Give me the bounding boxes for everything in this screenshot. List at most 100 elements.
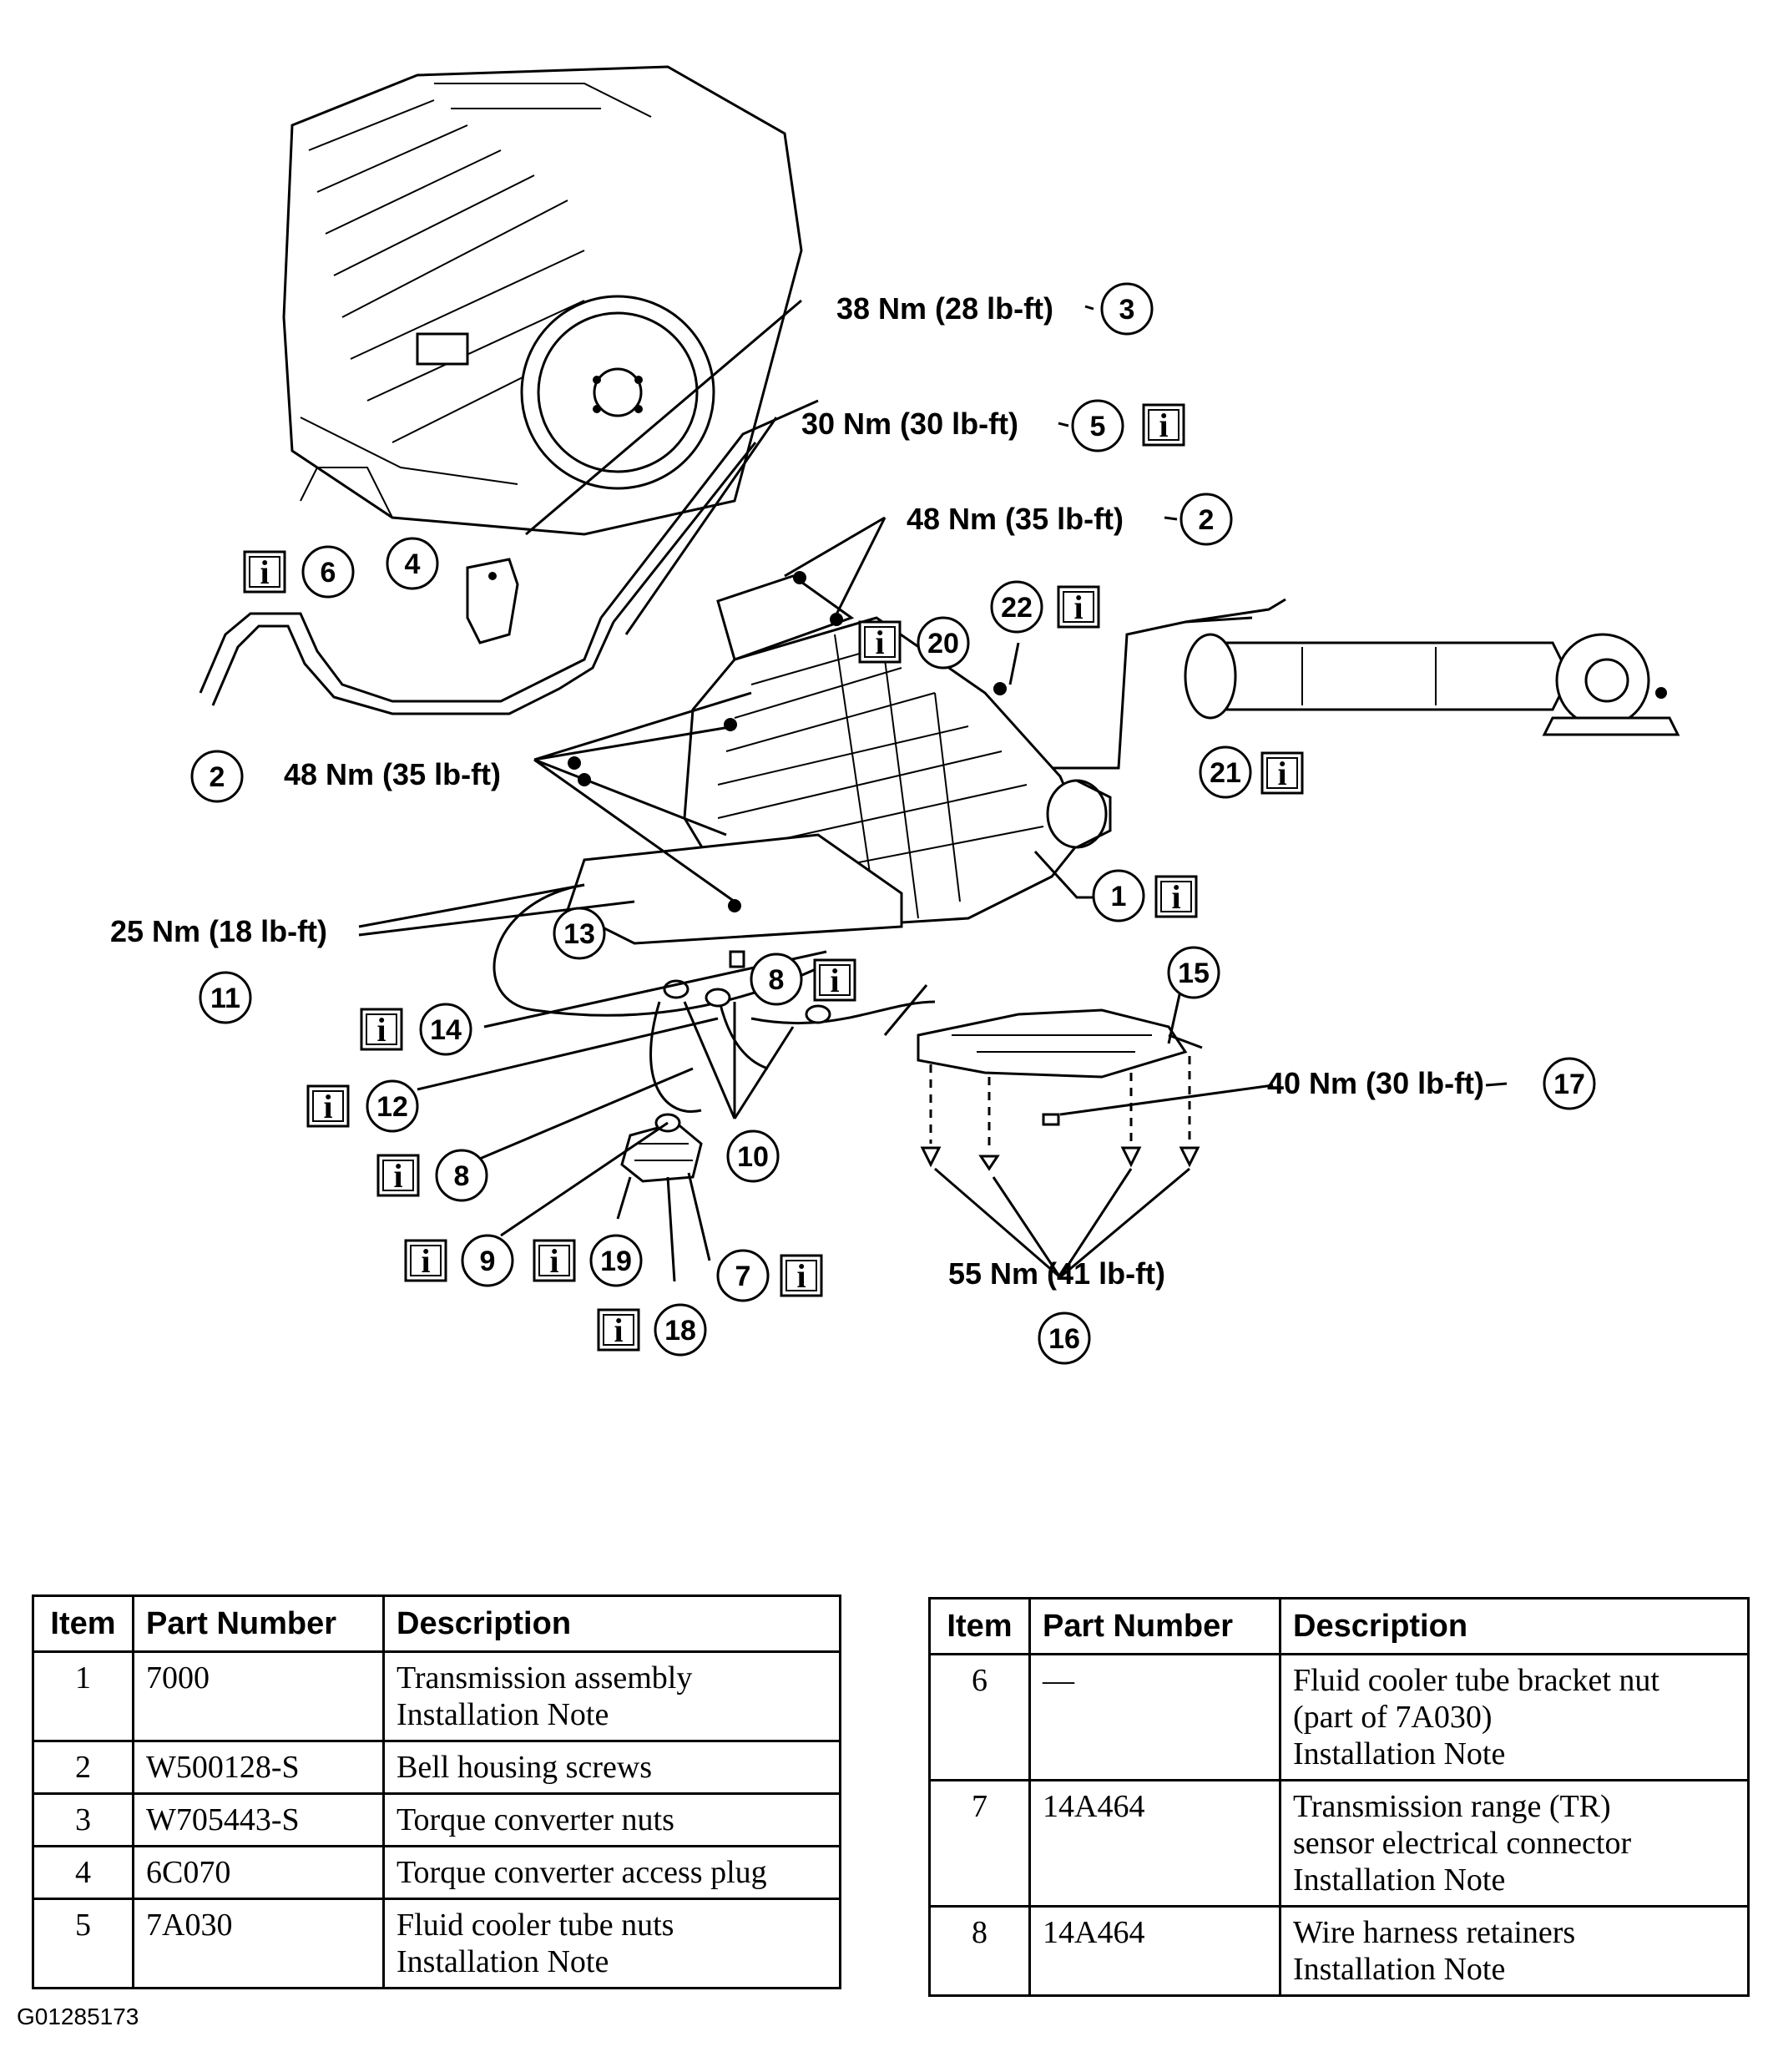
svg-text:2: 2 bbox=[210, 761, 225, 793]
item-callout-16: 16 bbox=[1038, 1311, 1091, 1365]
info-icon[interactable]: i bbox=[306, 1084, 350, 1128]
svg-text:3: 3 bbox=[1119, 294, 1135, 326]
parts-table-right: Item Part Number Description 6 — Fluid c… bbox=[928, 1597, 1750, 1997]
svg-text:i: i bbox=[830, 962, 839, 999]
info-icon[interactable]: i bbox=[780, 1254, 823, 1297]
engine-illustration bbox=[282, 65, 803, 536]
svg-text:20: 20 bbox=[927, 628, 959, 660]
item-callout-14: 14 bbox=[419, 1003, 472, 1056]
item-callout-7: 7 bbox=[716, 1249, 770, 1302]
item-cell: 5 bbox=[32, 1898, 134, 1989]
item-callout-17: 17 bbox=[1543, 1057, 1596, 1110]
item-callout-2-left: 2 bbox=[190, 750, 244, 803]
item-callout-6: 6 bbox=[301, 545, 355, 599]
svg-text:22: 22 bbox=[1001, 592, 1033, 624]
svg-text:6: 6 bbox=[321, 557, 336, 589]
svg-text:7: 7 bbox=[735, 1261, 751, 1292]
info-icon[interactable]: i bbox=[597, 1308, 640, 1352]
item-cell: 2 bbox=[32, 1740, 134, 1795]
description-cell: Transmission range (TR)sensor electrical… bbox=[1279, 1779, 1750, 1908]
item-cell: 6 bbox=[928, 1653, 1031, 1781]
item-cell: 1 bbox=[32, 1650, 134, 1742]
item-callout-20: 20 bbox=[917, 616, 970, 670]
description-cell: Torque converter access plug bbox=[382, 1845, 841, 1900]
svg-text:i: i bbox=[1277, 755, 1286, 792]
svg-text:i: i bbox=[260, 553, 269, 591]
table-row: 3 W705443-S Torque converter nuts bbox=[32, 1792, 841, 1847]
info-icon[interactable]: i bbox=[813, 958, 856, 1002]
item-cell: 8 bbox=[928, 1905, 1031, 1997]
item-callout-3: 3 bbox=[1100, 282, 1154, 336]
svg-text:12: 12 bbox=[376, 1091, 408, 1123]
info-icon[interactable]: i bbox=[1142, 403, 1185, 447]
item-callout-10: 10 bbox=[726, 1129, 780, 1183]
table-row: 7 14A464 Transmission range (TR)sensor e… bbox=[928, 1779, 1750, 1908]
transmission-illustration bbox=[566, 574, 1112, 945]
svg-text:21: 21 bbox=[1210, 757, 1241, 789]
flywheel bbox=[520, 295, 715, 490]
part-number-cell: 7000 bbox=[132, 1650, 385, 1742]
torque-label-item-16: 55 Nm (41 lb-ft) bbox=[948, 1256, 1165, 1291]
item-callout-2-upper: 2 bbox=[1179, 493, 1233, 546]
item-callout-13: 13 bbox=[553, 907, 606, 960]
svg-text:i: i bbox=[376, 1011, 386, 1049]
info-icon[interactable]: i bbox=[1057, 585, 1100, 629]
item-callout-9: 9 bbox=[461, 1234, 514, 1287]
item-callout-21: 21 bbox=[1199, 745, 1252, 799]
description-cell: Bell housing screws bbox=[382, 1740, 841, 1795]
item-cell: 3 bbox=[32, 1792, 134, 1847]
description-cell: Torque converter nuts bbox=[382, 1792, 841, 1847]
item-callout-4: 4 bbox=[386, 537, 439, 590]
svg-text:i: i bbox=[393, 1157, 402, 1195]
fluid-cooler-tubes bbox=[199, 399, 1286, 770]
svg-text:i: i bbox=[421, 1242, 430, 1280]
image-code: G01285173 bbox=[17, 2004, 139, 2029]
info-icon[interactable]: i bbox=[376, 1154, 420, 1197]
svg-text:11: 11 bbox=[210, 983, 240, 1014]
item-cell: 4 bbox=[32, 1845, 134, 1900]
item-callout-18: 18 bbox=[654, 1303, 707, 1357]
item-callout-11: 11 bbox=[199, 971, 252, 1024]
info-icon[interactable]: i bbox=[533, 1239, 576, 1282]
svg-text:14: 14 bbox=[430, 1014, 462, 1046]
torque-label-item-17: 40 Nm (30 lb-ft) bbox=[1267, 1066, 1484, 1100]
crossmember-illustration bbox=[917, 1008, 1203, 1171]
svg-text:15: 15 bbox=[1178, 958, 1210, 989]
info-icon[interactable]: i bbox=[1154, 875, 1198, 918]
svg-text:18: 18 bbox=[664, 1315, 696, 1347]
svg-text:i: i bbox=[796, 1257, 806, 1295]
item-callout-5: 5 bbox=[1071, 399, 1124, 452]
item-callout-1: 1 bbox=[1092, 869, 1145, 922]
part-number-cell: 7A030 bbox=[132, 1898, 385, 1989]
part-number-cell: W705443-S bbox=[132, 1792, 385, 1847]
info-icon[interactable]: i bbox=[858, 620, 902, 664]
item-callout-19: 19 bbox=[589, 1234, 643, 1287]
table-header-row: Item Part Number Description bbox=[32, 1594, 841, 1653]
info-icon[interactable]: i bbox=[243, 550, 286, 594]
column-header-description: Description bbox=[382, 1594, 841, 1653]
svg-text:i: i bbox=[1073, 589, 1083, 626]
item-callout-22: 22 bbox=[990, 580, 1043, 634]
svg-text:10: 10 bbox=[737, 1141, 769, 1173]
description-cell: Fluid cooler tube bracket nut(part of 7A… bbox=[1279, 1653, 1750, 1781]
svg-text:8: 8 bbox=[769, 964, 785, 996]
info-icon[interactable]: i bbox=[1260, 751, 1304, 795]
svg-text:i: i bbox=[1171, 878, 1180, 916]
svg-text:8: 8 bbox=[454, 1160, 470, 1192]
table-row: 4 6C070 Torque converter access plug bbox=[32, 1845, 841, 1900]
part-number-cell: 14A464 bbox=[1028, 1905, 1281, 1997]
driveshaft-illustration bbox=[1184, 633, 1680, 736]
bell-housing-bolts bbox=[568, 571, 1007, 912]
item-callout-12: 12 bbox=[366, 1079, 419, 1133]
info-icon[interactable]: i bbox=[404, 1239, 447, 1282]
part-number-cell: W500128-S bbox=[132, 1740, 385, 1795]
table-header-row: Item Part Number Description bbox=[928, 1597, 1750, 1655]
info-icon[interactable]: i bbox=[360, 1008, 403, 1051]
torque-label-item-2-left: 48 Nm (35 lb-ft) bbox=[284, 757, 501, 791]
column-header-item: Item bbox=[32, 1594, 134, 1653]
torque-label-item-5: 30 Nm (30 lb-ft) bbox=[801, 407, 1018, 441]
